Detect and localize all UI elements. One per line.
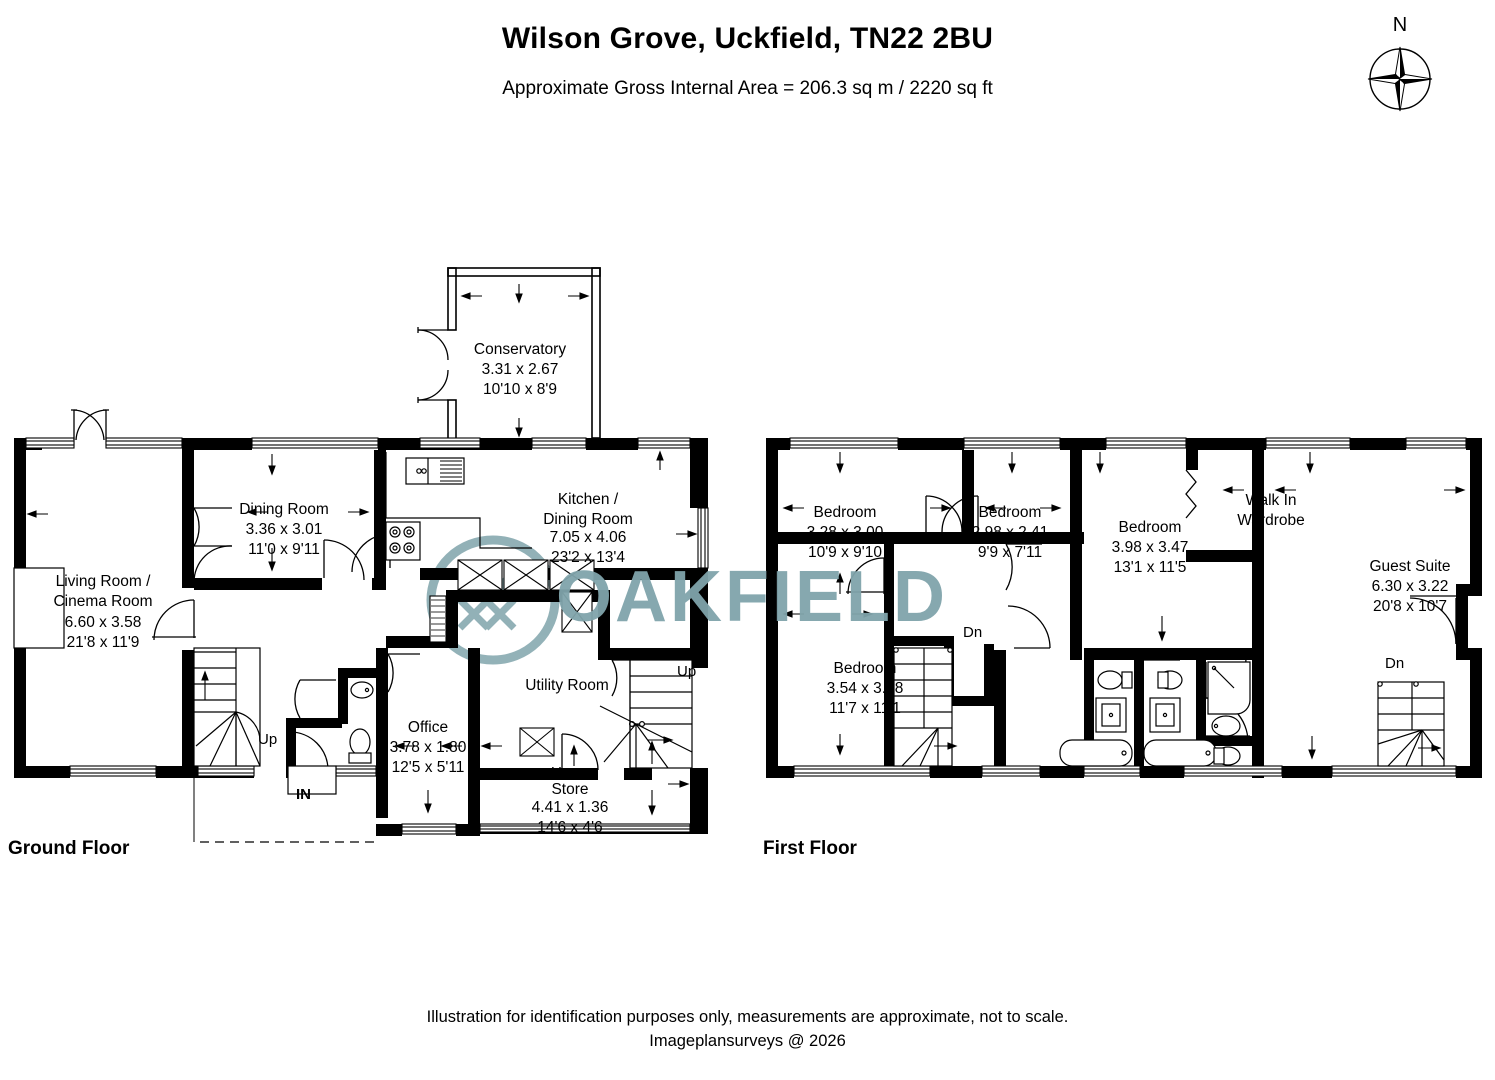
room-dims-dining-room-imperial: 11'0 x 9'11	[248, 541, 320, 558]
stair-marker-dn-right: Dn	[1385, 655, 1405, 672]
room-dims-living-room-metric: 6.60 x 3.58	[64, 614, 142, 631]
room-dims-bedroom-2-metric: 2.98 x 2.41	[971, 524, 1049, 541]
room-dims-office-imperial: 12'5 x 5'11	[391, 759, 465, 776]
ground-floor-label: Ground Floor	[8, 838, 130, 859]
room-label-bedroom-1: Bedroom	[813, 504, 877, 521]
room-dims-guest-suite-imperial: 20'8 x 10'7	[1372, 598, 1447, 615]
page-title: Wilson Grove, Uckfield, TN22 2BU	[501, 22, 994, 55]
room-label-guest-suite: Guest Suite	[1369, 558, 1451, 575]
room-dims-bedroom-1-metric: 3.28 x 3.00	[806, 524, 884, 541]
stair-marker-dn-left: Dn	[963, 624, 983, 641]
stair-marker-up-store: Up	[551, 764, 571, 781]
living-room-french-doors	[71, 409, 109, 441]
ground-floor-plan	[13, 267, 709, 843]
entrance-marker-in: IN	[296, 786, 311, 803]
first-floor-stair-right	[1377, 681, 1445, 767]
room-dims-kitchen-dining-metric: 7.05 x 4.06	[549, 529, 627, 546]
footer-disclaimer: Illustration for identification purposes…	[426, 1008, 1069, 1026]
room-dims-bedroom-3-metric: 3.98 x 3.47	[1111, 539, 1189, 556]
room-label-store: Store	[551, 781, 589, 798]
first-floor-bathroom-fittings	[1059, 661, 1251, 767]
room-dims-conservatory-imperial: 10'10 x 8'9	[482, 381, 557, 398]
stair-marker-up-left: Up	[258, 731, 278, 748]
room-label-utility-room: Utility Room	[525, 677, 609, 694]
room-label-dining-room: Dining Room	[239, 501, 329, 518]
stair-marker-up-main: Up	[677, 663, 697, 680]
room-dims-bedroom-4-imperial: 11'7 x 11'1	[829, 700, 901, 717]
compass-north-label: N	[1392, 14, 1408, 36]
ground-floor-stair-left	[193, 647, 261, 767]
room-dims-bedroom-1-imperial: 10'9 x 9'10	[807, 544, 882, 561]
room-label-walk-in-wardrobe: Walk In Wardrobe	[1237, 492, 1305, 529]
first-floor-label: First Floor	[763, 838, 857, 859]
room-label-office: Office	[407, 719, 449, 736]
room-dims-guest-suite-metric: 6.30 x 3.22	[1371, 578, 1449, 595]
room-label-conservatory: Conservatory	[473, 341, 567, 358]
room-dims-dining-room-metric: 3.36 x 3.01	[245, 521, 323, 538]
room-dims-store-imperial: 14'6 x 4'6	[537, 819, 603, 836]
room-label-bedroom-4: Bedroom	[833, 660, 897, 677]
room-label-bedroom-3: Bedroom	[1118, 519, 1182, 536]
room-dims-office-metric: 3.78 x 1.80	[389, 739, 467, 756]
room-label-kitchen-dining: Kitchen / Dining Room	[543, 491, 633, 528]
oakfield-watermark-text: OAKFIELD	[556, 557, 948, 637]
room-dims-bedroom-4-metric: 3.54 x 3.38	[826, 680, 904, 697]
room-label-living-room: Living Room / Cinema Room	[53, 573, 153, 610]
room-dims-living-room-imperial: 21'8 x 11'9	[66, 634, 140, 651]
room-label-bedroom-2: Bedroom	[978, 504, 1042, 521]
compass-rose-icon: N	[1352, 14, 1448, 114]
room-dims-kitchen-dining-imperial: 23'2 x 13'4	[550, 549, 625, 566]
room-dims-bedroom-3-imperial: 13'1 x 11'5	[1113, 559, 1187, 576]
footer-copyright: Imageplansurveys @ 2026	[649, 1032, 846, 1050]
room-dims-conservatory-metric: 3.31 x 2.67	[481, 361, 559, 378]
compass-rose-graphic	[1367, 46, 1433, 112]
hall-stair-shapes	[429, 595, 447, 643]
gross-internal-area-text: Approximate Gross Internal Area = 206.3 …	[502, 78, 993, 99]
room-dims-bedroom-2-imperial: 9'9 x 7'11	[977, 544, 1043, 561]
room-dims-store-metric: 4.41 x 1.36	[531, 799, 609, 816]
